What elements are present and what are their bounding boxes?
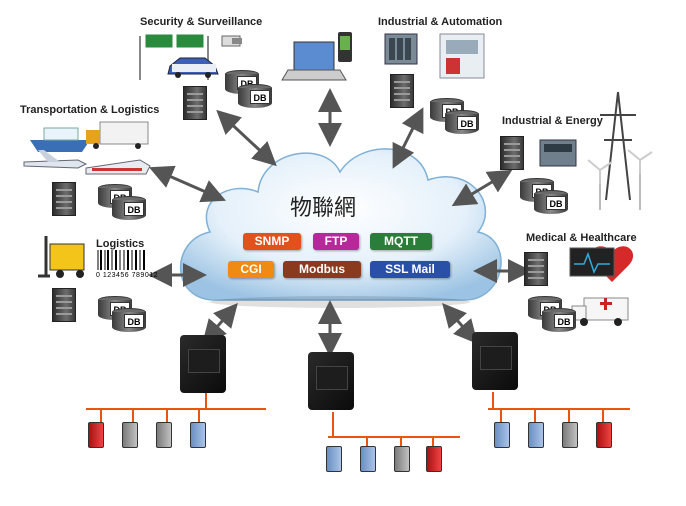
section-title-medical: Medical & Healthcare [526,232,637,244]
bus-drop [432,436,434,446]
connection-arrows [148,88,532,357]
barcode-icon [96,250,148,272]
barcode-number: 0 123456 789012 [96,272,158,279]
server-icon [183,86,207,120]
camera-icon [221,35,242,47]
server-icon [500,136,524,170]
server-icon [390,74,414,108]
section-title-transportation: Transportation & Logistics [20,104,160,116]
io-module [122,422,138,448]
bus-line [328,436,460,438]
io-module [494,422,510,448]
io-module [562,422,578,448]
police-car-icon [167,57,219,78]
cloud-shape [179,148,502,308]
cloud-title: 物聯網 [290,196,357,221]
arrow-device-right [442,302,478,345]
laptop-icon [281,41,347,81]
control-panel-icon [539,139,577,167]
bus-drop [602,408,604,422]
bus-drop [198,408,200,422]
io-module [394,446,410,472]
gateway-device [180,335,226,393]
section-title-logistics: Logistics [96,238,145,250]
io-module [528,422,544,448]
protocol-badge-mqtt: MQTT [370,233,432,250]
highway-sign-icon [139,33,209,80]
arrow-transport [149,165,226,203]
database-icon: DB [238,84,272,110]
section-title-security: Security & Surveillance [140,16,263,28]
arrow-device-left [202,302,238,345]
factory-machine-icon [439,33,485,79]
io-module [190,422,206,448]
bus-drop [166,408,168,422]
database-icon: DB [112,308,146,334]
bus-line [488,408,630,410]
io-module [326,446,342,472]
arrow-security [216,109,277,167]
io-module [88,422,104,448]
truck-icon [86,121,149,149]
bus-drop [492,392,494,410]
bus-drop [132,408,134,422]
bus-drop [534,408,536,422]
bus-drop [332,412,334,438]
io-module [426,446,442,472]
io-module [360,446,376,472]
bus-line [86,408,266,410]
bus-drop [366,436,368,446]
protocol-badge-ssl-mail: SSL Mail [370,261,450,278]
section-title-industrial-automation: Industrial & Automation [378,16,503,28]
protocol-badge-modbus: Modbus [283,261,361,278]
arrow-automation [392,107,424,169]
plc-cabinet-icon [384,33,418,65]
train-icon [85,159,151,175]
server-icon [524,252,548,286]
database-icon: DB [445,110,479,136]
forklift-icon [38,236,85,278]
mobile-phone-icon [338,32,352,62]
power-tower-icon [600,91,636,201]
server-icon [52,288,76,322]
database-icon: DB [112,196,146,222]
database-icon: DB [542,308,576,334]
database-icon: DB [534,190,568,216]
io-module [596,422,612,448]
heart-monitor-icon [569,246,634,282]
airplane-icon [23,150,88,169]
bus-drop [400,436,402,446]
bus-drop [205,393,207,409]
arrow-energy [451,169,513,207]
bus-drop [568,408,570,422]
io-module [156,422,172,448]
bus-drop [500,408,502,422]
wind-turbine-icon [587,149,653,210]
section-title-industrial-energy: Industrial & Energy [502,115,603,127]
protocol-badge-snmp: SNMP [243,233,301,250]
ship-icon [30,127,90,152]
protocol-badge-ftp: FTP [313,233,359,250]
gateway-device [308,352,354,410]
ambulance-icon [571,297,629,326]
bus-drop [100,408,102,422]
server-icon [52,182,76,216]
gateway-device [472,332,518,390]
protocol-badge-cgi: CGI [228,261,274,278]
